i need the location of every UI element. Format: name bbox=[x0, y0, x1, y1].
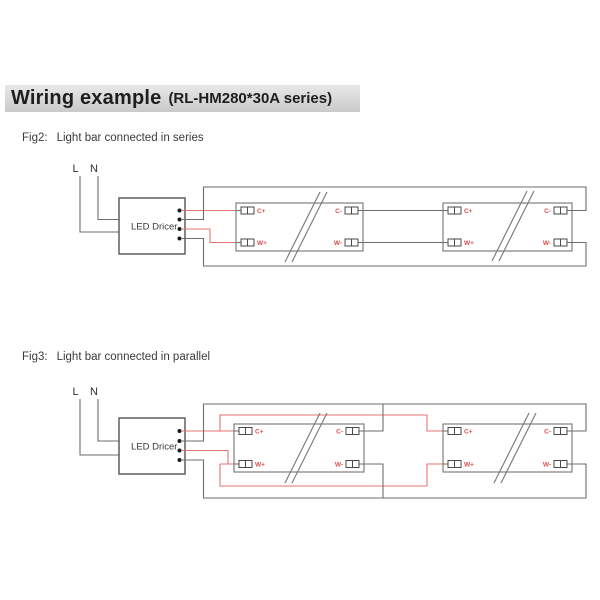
terminal-label: C- bbox=[336, 429, 343, 436]
driver-terminal-dot bbox=[177, 448, 182, 453]
terminal-w-minus: W- bbox=[334, 238, 363, 247]
fig3-light-bar-1: C+ W+ C- W- bbox=[233, 412, 365, 484]
terminal-label: W+ bbox=[464, 240, 474, 247]
light-bar-box bbox=[442, 423, 573, 473]
terminal-w-minus: W- bbox=[335, 460, 364, 469]
driver-terminal-dot bbox=[177, 236, 182, 241]
terminal-w-plus: W+ bbox=[443, 460, 474, 469]
terminal-label: W+ bbox=[257, 240, 267, 247]
live-wire bbox=[79, 176, 119, 233]
terminal-w-minus: W- bbox=[543, 238, 572, 247]
terminal-c-minus: C- bbox=[335, 206, 363, 215]
fig2-wires bbox=[182, 186, 587, 267]
wire-w-plus-feed bbox=[182, 449, 229, 464]
fig3-caption: Fig3: Light bar connected in parallel bbox=[22, 351, 210, 363]
terminal-label: C+ bbox=[464, 429, 473, 436]
driver-terminal-dot bbox=[177, 227, 182, 231]
driver-terminal-dot bbox=[177, 217, 182, 222]
terminal-label: W- bbox=[543, 462, 551, 469]
terminal-c-plus: C+ bbox=[234, 427, 264, 436]
fig2-power-input: L N bbox=[72, 163, 119, 233]
terminal-label: W- bbox=[543, 240, 551, 247]
terminal-c-minus: C- bbox=[544, 427, 572, 436]
fig3-caption-label: Fig3: bbox=[22, 351, 48, 363]
terminal-w-plus: W+ bbox=[443, 238, 474, 247]
fig2-light-bar-1: C+ W+ C- W- bbox=[235, 191, 364, 263]
light-bar-box bbox=[235, 202, 364, 252]
terminal-w-plus: W+ bbox=[236, 238, 267, 247]
terminal-label: C- bbox=[335, 208, 342, 215]
neutral-wire bbox=[97, 399, 119, 442]
driver-terminal-dot bbox=[177, 458, 182, 462]
terminal-label: W+ bbox=[255, 462, 265, 469]
fig3-wires bbox=[182, 403, 587, 499]
terminal-w-minus: W- bbox=[543, 460, 572, 469]
live-wire bbox=[79, 399, 119, 456]
page-title: Wiring example bbox=[11, 87, 162, 109]
led-driver-label: LED Dricer bbox=[131, 222, 177, 233]
terminal-c-plus: C+ bbox=[443, 206, 473, 215]
wire-w-plus bbox=[182, 228, 240, 244]
led-driver-box bbox=[118, 417, 186, 475]
wire-w-plus-branch-bar2 bbox=[219, 463, 444, 487]
bar-break-icon bbox=[493, 412, 537, 484]
bar-break-icon bbox=[284, 191, 328, 263]
live-label: L bbox=[72, 386, 78, 398]
light-bar-box bbox=[233, 423, 365, 473]
terminal-label: C+ bbox=[257, 208, 266, 215]
terminal-w-plus: W+ bbox=[234, 460, 265, 469]
wire-w-return-loop bbox=[182, 237, 587, 267]
driver-terminal-dot bbox=[177, 208, 182, 213]
fig3-caption-text: Light bar connected in parallel bbox=[56, 351, 211, 363]
bar-break-icon bbox=[284, 412, 328, 484]
wire-bar1-w-minus-drop bbox=[364, 463, 384, 498]
terminal-label: C- bbox=[544, 208, 551, 215]
terminal-label: W+ bbox=[464, 462, 474, 469]
fig3-diagram: L N LED Dricer bbox=[72, 386, 587, 499]
terminal-label: W- bbox=[334, 240, 342, 247]
terminal-c-plus: C+ bbox=[443, 427, 473, 436]
fig3-light-bar-2: C+ W+ C- W- bbox=[442, 412, 573, 484]
neutral-wire bbox=[97, 176, 119, 221]
terminal-label: C+ bbox=[464, 208, 473, 215]
fig2-caption-text: Light bar connected in series bbox=[56, 132, 204, 144]
wire-c-return-loop bbox=[182, 403, 587, 442]
terminal-label: C- bbox=[544, 429, 551, 436]
terminal-label: W- bbox=[335, 462, 343, 469]
fig2-caption-label: Fig2: bbox=[22, 132, 48, 144]
driver-terminal-dot bbox=[177, 429, 182, 433]
fig3-led-driver: LED Dricer bbox=[118, 417, 186, 475]
fig3-power-input: L N bbox=[72, 386, 119, 456]
wire-w-return-loop bbox=[182, 459, 587, 499]
fig2-caption: Fig2: Light bar connected in series bbox=[22, 132, 204, 144]
fig2-diagram: L N LED Dricer bbox=[72, 163, 587, 267]
title-bar: Wiring example (RL-HM280*30A series) bbox=[5, 85, 360, 112]
live-label: L bbox=[72, 163, 78, 175]
fig2-light-bar-2: C+ W+ C- W- bbox=[442, 190, 573, 262]
terminal-c-minus: C- bbox=[544, 206, 572, 215]
driver-terminal-dot bbox=[177, 439, 182, 443]
wire-bar1-c-minus-riser bbox=[364, 404, 384, 432]
bar-break-icon bbox=[491, 190, 535, 262]
page-title-series: (RL-HM280*30A series) bbox=[168, 90, 333, 107]
neutral-label: N bbox=[90, 386, 98, 398]
led-driver-label: LED Dricer bbox=[131, 442, 177, 453]
wire-c-return-loop bbox=[182, 186, 587, 221]
terminal-label: C+ bbox=[255, 429, 264, 436]
terminal-c-minus: C- bbox=[336, 427, 364, 436]
neutral-label: N bbox=[90, 163, 98, 175]
wire-c-plus-branch-bar2 bbox=[219, 414, 444, 432]
terminal-c-plus: C+ bbox=[236, 206, 266, 215]
led-driver-box bbox=[118, 197, 186, 255]
fig2-led-driver: LED Dricer bbox=[118, 197, 186, 255]
